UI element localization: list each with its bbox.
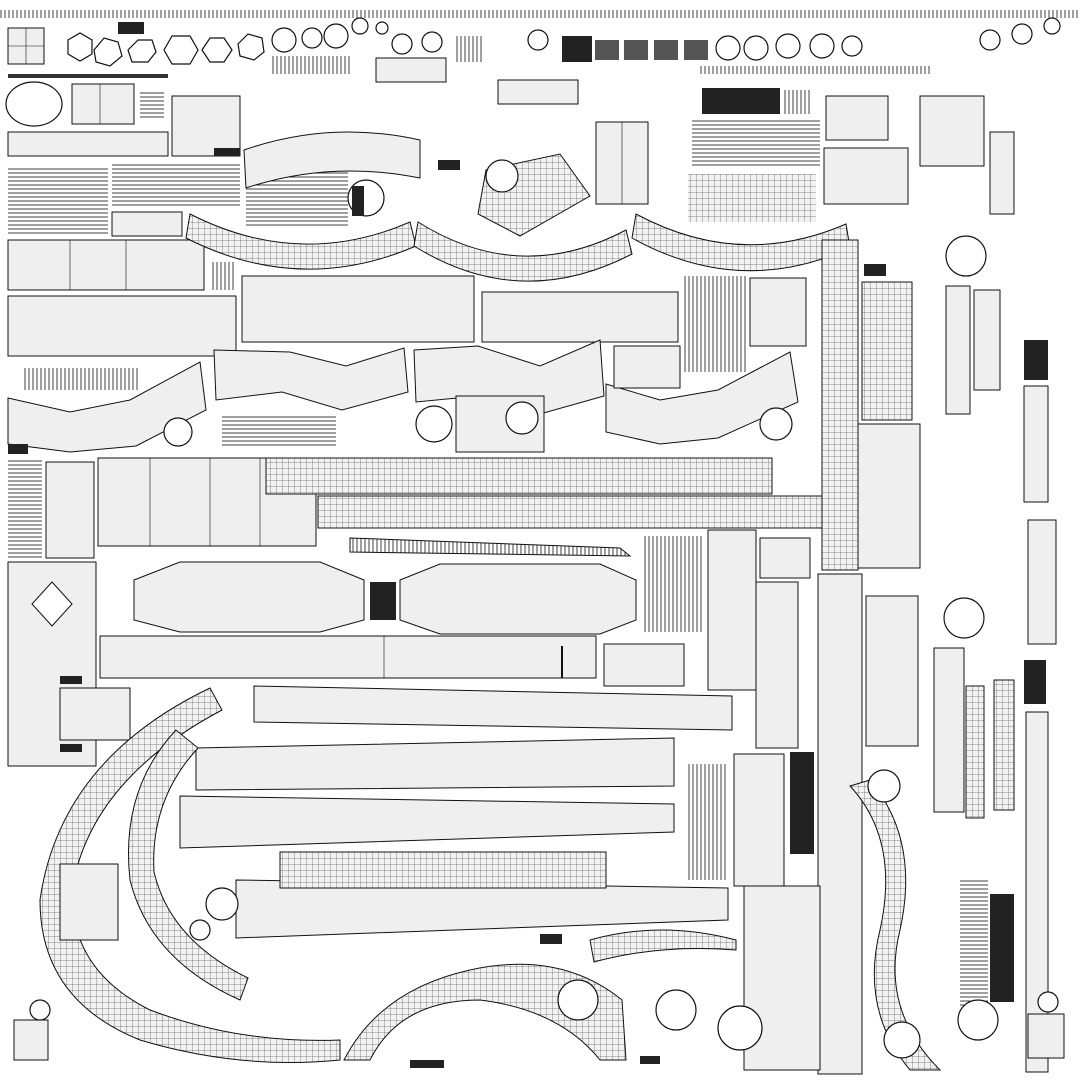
- wheel-icons-top: [67, 17, 1061, 67]
- curved-wing-sections: [7, 131, 851, 453]
- lower-left-spiral: [13, 687, 341, 1063]
- lower-center-wave: [343, 779, 942, 1071]
- right-vertical-strips: [817, 239, 1065, 1075]
- top-strip: [0, 10, 1080, 83]
- upper-left-panels: [5, 79, 1015, 291]
- tick-markers: [8, 148, 886, 1068]
- center-hatched-runway: [8, 457, 823, 632]
- long-hull-panels: [7, 529, 814, 939]
